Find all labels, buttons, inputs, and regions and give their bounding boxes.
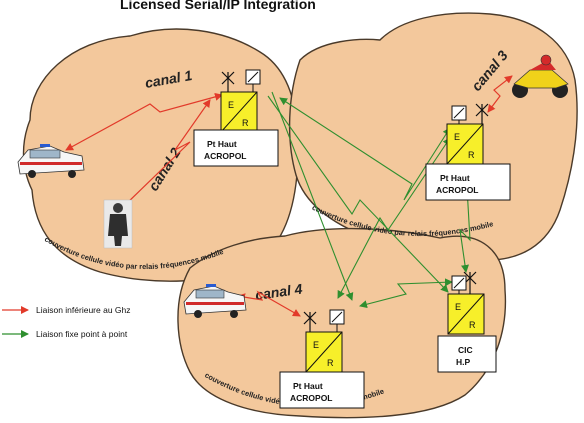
relay-r-label: R bbox=[468, 150, 475, 160]
radio-links-green bbox=[267, 91, 471, 309]
station-3: E R Pt Haut ACROPOL bbox=[279, 309, 365, 409]
station-1-line2: ACROPOL bbox=[204, 151, 247, 161]
station-2: E R Pt Haut ACROPOL bbox=[425, 103, 511, 201]
police-car-icon bbox=[183, 284, 247, 318]
station-label-box bbox=[193, 129, 279, 167]
relay-r-label: R bbox=[327, 358, 334, 368]
legend: Liaison inférieure au Ghz Liaison fixe p… bbox=[2, 305, 131, 339]
station-1: E R Pt Haut ACROPOL bbox=[193, 69, 279, 167]
dish-icon bbox=[451, 275, 467, 296]
dish-icon bbox=[245, 69, 261, 92]
radio-links-red bbox=[65, 75, 513, 317]
relay-r-label: R bbox=[469, 320, 476, 330]
antenna-icon bbox=[221, 71, 235, 92]
coverage-cell-right bbox=[288, 12, 578, 261]
motorcycle-icon bbox=[512, 54, 569, 98]
station-3-line1: Pt Haut bbox=[293, 381, 323, 391]
station-label-box bbox=[437, 335, 497, 373]
antenna-icon bbox=[303, 311, 317, 334]
relay-r-label: R bbox=[242, 118, 249, 128]
station-label-box bbox=[279, 371, 365, 409]
station-label-box bbox=[425, 163, 511, 201]
station-4-line1: CIC bbox=[458, 345, 473, 355]
station-1-line1: Pt Haut bbox=[207, 139, 237, 149]
station-2-line1: Pt Haut bbox=[440, 173, 470, 183]
relay-e-label: E bbox=[454, 132, 460, 142]
dish-icon bbox=[451, 105, 467, 126]
police-car-icon bbox=[17, 144, 85, 178]
relay-e-label: E bbox=[228, 100, 234, 110]
legend-red-label: Liaison inférieure au Ghz bbox=[36, 305, 131, 315]
station-3-line2: ACROPOL bbox=[290, 393, 333, 403]
diagram-title: Licensed Serial/IP Integration bbox=[120, 0, 316, 12]
station-2-line2: ACROPOL bbox=[436, 185, 479, 195]
station-cic: E R CIC H.P bbox=[437, 271, 497, 373]
legend-green-label: Liaison fixe point à point bbox=[36, 329, 128, 339]
officer-icon bbox=[103, 199, 133, 249]
relay-e-label: E bbox=[455, 302, 461, 312]
antenna-icon bbox=[475, 103, 489, 124]
relay-e-label: E bbox=[313, 340, 319, 350]
dish-icon bbox=[329, 309, 345, 332]
station-4-line2: H.P bbox=[456, 357, 471, 367]
